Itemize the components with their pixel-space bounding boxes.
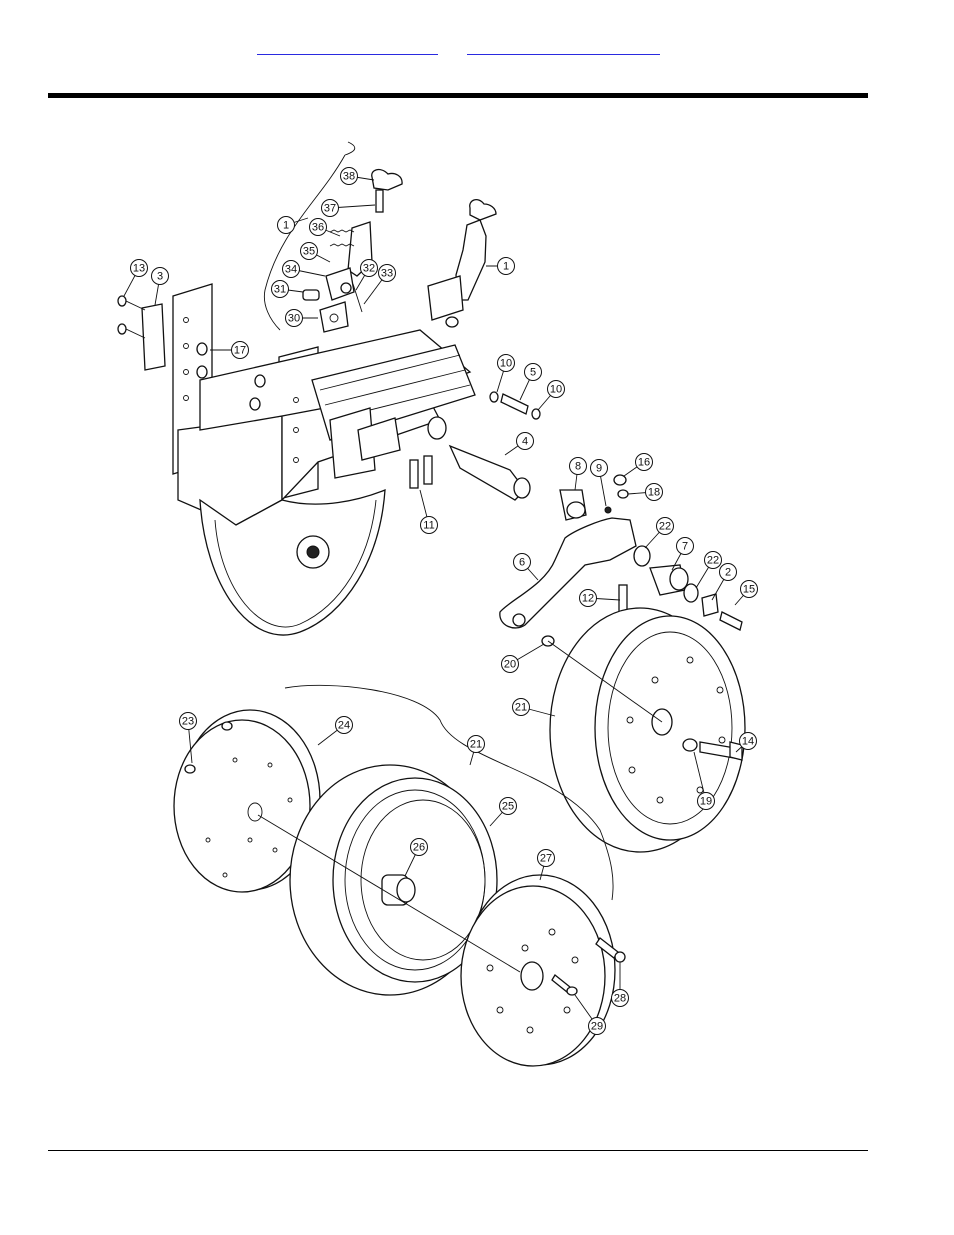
callout-9: 9 xyxy=(591,460,608,477)
callout-13: 13 xyxy=(131,260,148,277)
top-rule xyxy=(48,93,868,98)
callout-number-24: 24 xyxy=(338,720,350,732)
callout-number-11: 11 xyxy=(423,520,434,532)
callout-17: 17 xyxy=(232,342,249,359)
callout-24: 24 xyxy=(336,717,353,734)
callout-number-36: 36 xyxy=(312,222,324,234)
callout-21: 21 xyxy=(513,699,530,716)
callout-number-25: 25 xyxy=(502,801,514,813)
gauge-wheel-assembled xyxy=(548,608,745,852)
callout-number-13: 13 xyxy=(133,263,145,275)
callout-number-1: 1 xyxy=(283,220,289,232)
header-link-left[interactable] xyxy=(257,38,438,55)
callout-16: 16 xyxy=(636,454,653,471)
callout-11: 11 xyxy=(421,517,438,534)
callout-number-12: 12 xyxy=(582,593,594,605)
callout-35: 35 xyxy=(301,243,318,260)
callout-10: 10 xyxy=(498,355,515,372)
callout-number-23: 23 xyxy=(182,716,194,728)
bottom-rule xyxy=(48,1150,868,1151)
callout-1: 1 xyxy=(278,217,295,234)
callout-38: 38 xyxy=(341,168,358,185)
callout-26: 26 xyxy=(411,839,428,856)
callout-10: 10 xyxy=(548,381,565,398)
callout-6: 6 xyxy=(514,554,531,571)
callout-20: 20 xyxy=(502,656,519,673)
callout-number-1: 1 xyxy=(503,261,509,273)
callout-number-27: 27 xyxy=(540,853,552,865)
callout-7: 7 xyxy=(677,538,694,555)
callout-25: 25 xyxy=(500,798,517,815)
callout-23: 23 xyxy=(180,713,197,730)
callout-22: 22 xyxy=(705,552,722,569)
callout-number-5: 5 xyxy=(530,367,536,379)
callout-33: 33 xyxy=(379,265,396,282)
callout-19: 19 xyxy=(698,793,715,810)
callout-number-15: 15 xyxy=(743,584,755,596)
callout-29: 29 xyxy=(589,1018,606,1035)
callout-number-2: 2 xyxy=(725,567,731,579)
callout-number-28: 28 xyxy=(614,993,626,1005)
callout-number-20: 20 xyxy=(504,659,516,671)
callout-1: 1 xyxy=(498,258,515,275)
callout-27: 27 xyxy=(538,850,555,867)
callout-37: 37 xyxy=(322,200,339,217)
callout-number-31: 31 xyxy=(274,284,286,296)
callout-number-38: 38 xyxy=(343,171,355,183)
callout-28: 28 xyxy=(612,990,629,1007)
callout-number-17: 17 xyxy=(234,345,246,357)
callout-number-3: 3 xyxy=(157,271,163,283)
callout-number-14: 14 xyxy=(742,736,754,748)
pivot-parts xyxy=(410,392,628,520)
callout-5: 5 xyxy=(525,364,542,381)
callout-number-9: 9 xyxy=(596,463,602,475)
callout-number-10: 10 xyxy=(550,384,562,396)
callout-number-22: 22 xyxy=(659,521,671,533)
callout-34: 34 xyxy=(283,261,300,278)
callout-32: 32 xyxy=(361,260,378,277)
callout-31: 31 xyxy=(272,281,289,298)
callout-number-26: 26 xyxy=(413,842,425,854)
callout-number-22: 22 xyxy=(707,555,719,567)
callout-number-10: 10 xyxy=(500,358,512,370)
callout-18: 18 xyxy=(646,484,663,501)
callout-number-7: 7 xyxy=(682,541,688,553)
lever-detail-exploded xyxy=(264,142,402,332)
callout-3: 3 xyxy=(152,268,169,285)
lever-assembly xyxy=(428,200,496,327)
callout-number-37: 37 xyxy=(324,203,336,215)
callout-number-18: 18 xyxy=(648,487,660,499)
callout-number-8: 8 xyxy=(575,461,581,473)
callout-21: 21 xyxy=(468,736,485,753)
callout-number-29: 29 xyxy=(591,1021,603,1033)
callout-number-32: 32 xyxy=(363,263,375,275)
callout-36: 36 xyxy=(310,219,327,236)
callout-number-6: 6 xyxy=(519,557,525,569)
callout-number-16: 16 xyxy=(638,457,650,469)
header-link-right[interactable] xyxy=(467,38,660,55)
callout-number-30: 30 xyxy=(288,313,300,325)
callout-number-34: 34 xyxy=(285,264,297,276)
callout-number-21: 21 xyxy=(470,739,482,751)
callout-number-35: 35 xyxy=(303,246,315,258)
callout-number-19: 19 xyxy=(700,796,712,808)
callout-number-21: 21 xyxy=(515,702,527,714)
callout-30: 30 xyxy=(286,310,303,327)
callout-8: 8 xyxy=(570,458,587,475)
callout-14: 14 xyxy=(740,733,757,750)
callout-15: 15 xyxy=(741,581,758,598)
callout-12: 12 xyxy=(580,590,597,607)
callout-4: 4 xyxy=(517,433,534,450)
callout-2: 2 xyxy=(720,564,737,581)
callout-22: 22 xyxy=(657,518,674,535)
callout-number-33: 33 xyxy=(381,268,393,280)
callout-number-4: 4 xyxy=(522,436,528,448)
